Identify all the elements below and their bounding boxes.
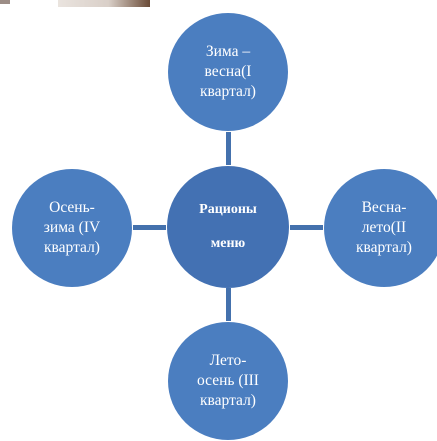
connector-right xyxy=(290,225,323,230)
photo-fragment-right xyxy=(58,0,150,7)
photo-fragment-left xyxy=(0,0,10,4)
node-left: Осень- зима (IV квартал) xyxy=(12,169,132,287)
node-right: Весна- лето(II квартал) xyxy=(324,169,437,287)
node-bottom: Лето- осень (III квартал) xyxy=(168,322,288,440)
node-top-label: Зима – весна(I квартал) xyxy=(200,43,256,100)
connector-left xyxy=(133,225,166,230)
node-left-label: Осень- зима (IV квартал) xyxy=(43,199,101,256)
node-top: Зима – весна(I квартал) xyxy=(168,13,288,131)
node-center-label: Рационы меню xyxy=(199,202,257,251)
connector-top xyxy=(226,132,231,165)
connector-bottom xyxy=(226,288,231,321)
node-bottom-label: Лето- осень (III квартал) xyxy=(197,352,259,409)
corner-photo-fragment xyxy=(0,0,150,7)
node-right-label: Весна- лето(II квартал) xyxy=(356,199,412,256)
node-center: Рационы меню xyxy=(167,166,289,288)
